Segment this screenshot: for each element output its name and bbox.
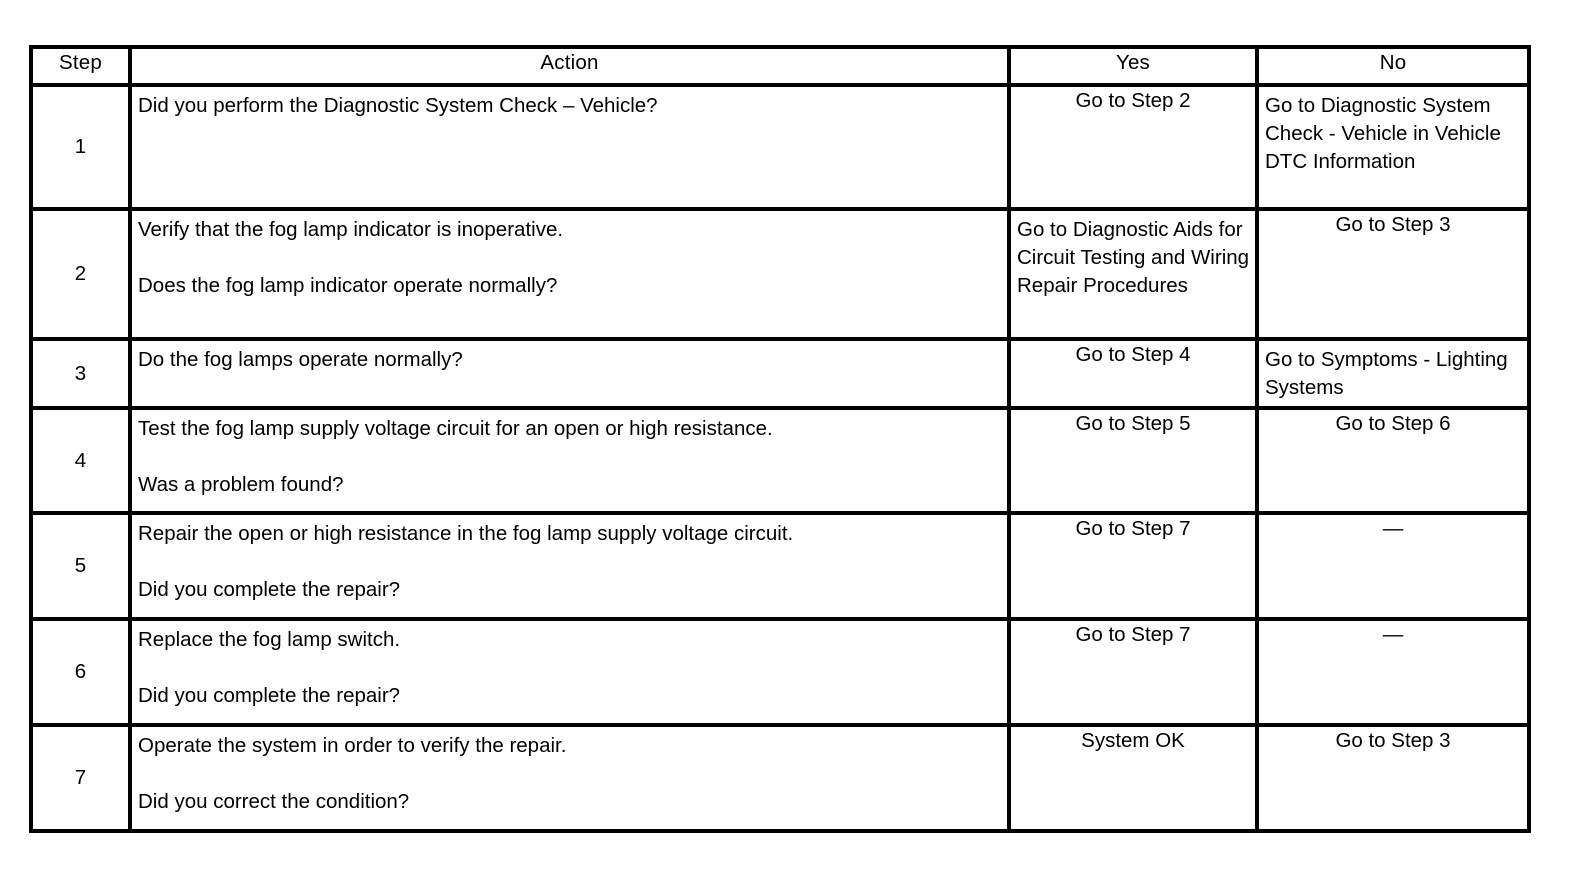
yes-result-cell: Go to Step 2 — [1007, 83, 1259, 211]
action-line-question: Did you complete the repair? — [138, 684, 401, 707]
yes-result-cell: Go to Diagnostic Aids for Circuit Testin… — [1007, 207, 1259, 341]
action-text: Did you perform the Diagnostic System Ch… — [128, 83, 1011, 211]
yes-result-text: Go to Step 4 — [1075, 343, 1191, 366]
step-number: 1 — [29, 83, 132, 211]
action-line-statement: Operate the system in order to verify th… — [138, 734, 567, 757]
no-result-cell: — — [1255, 617, 1531, 727]
action-text: Operate the system in order to verify th… — [128, 723, 1011, 833]
table-row: 4 Test the fog lamp supply voltage circu… — [29, 406, 1531, 515]
action-line-statement: Verify that the fog lamp indicator is in… — [138, 218, 564, 241]
action-line-statement: Replace the fog lamp switch. — [138, 628, 401, 651]
column-header-no: No — [1255, 45, 1531, 87]
step-number: 2 — [29, 207, 132, 341]
yes-result-cell: Go to Step 5 — [1007, 406, 1259, 515]
no-result-text: Go to Step 3 — [1335, 729, 1451, 752]
no-result-cell: Go to Step 3 — [1255, 723, 1531, 833]
yes-result-text: Go to Step 5 — [1075, 412, 1191, 435]
table-row: 5 Repair the open or high resistance in … — [29, 511, 1531, 621]
table-row: 1 Did you perform the Diagnostic System … — [29, 83, 1531, 211]
yes-result-cell: Go to Step 7 — [1007, 511, 1259, 621]
no-result-cell: Go to Symptoms - Lighting Systems — [1255, 337, 1531, 410]
action-line-statement: Repair the open or high resistance in th… — [138, 522, 794, 545]
no-result-cell: Go to Diagnostic System Check - Vehicle … — [1255, 83, 1531, 211]
step-number: 5 — [29, 511, 132, 621]
yes-result-text: Go to Diagnostic Aids for Circuit Testin… — [1017, 218, 1250, 297]
action-line-statement: Do the fog lamps operate normally? — [138, 348, 463, 371]
step-number: 4 — [29, 406, 132, 515]
action-line-question: Was a problem found? — [138, 473, 344, 496]
column-header-action: Action — [128, 45, 1011, 87]
yes-result-cell: Go to Step 4 — [1007, 337, 1259, 410]
action-line-statement: Test the fog lamp supply voltage circuit… — [138, 417, 773, 440]
action-text: Do the fog lamps operate normally? — [128, 337, 1011, 410]
no-result-text: Go to Diagnostic System Check - Vehicle … — [1265, 94, 1501, 173]
no-result-text: Go to Step 3 — [1335, 213, 1451, 236]
yes-result-cell: System OK — [1007, 723, 1259, 833]
table-row: 6 Replace the fog lamp switch. Did you c… — [29, 617, 1531, 727]
action-text: Test the fog lamp supply voltage circuit… — [128, 406, 1011, 515]
yes-result-text: Go to Step 2 — [1075, 89, 1191, 112]
yes-result-text: System OK — [1081, 729, 1185, 752]
no-result-text: Go to Step 6 — [1335, 412, 1451, 435]
no-result-cell: — — [1255, 511, 1531, 621]
yes-result-cell: Go to Step 7 — [1007, 617, 1259, 727]
diagnostic-procedure-table: Step Action Yes No 1 Did you perform the… — [29, 45, 1531, 833]
action-text: Replace the fog lamp switch. Did you com… — [128, 617, 1011, 727]
step-number: 7 — [29, 723, 132, 833]
table-body: 1 Did you perform the Diagnostic System … — [29, 83, 1531, 833]
yes-result-text: Go to Step 7 — [1075, 623, 1191, 646]
no-result-cell: Go to Step 3 — [1255, 207, 1531, 341]
step-number: 3 — [29, 337, 132, 410]
action-line-statement: Did you perform the Diagnostic System Ch… — [138, 94, 658, 117]
no-result-text: — — [1382, 517, 1404, 540]
table-row: 3 Do the fog lamps operate normally? Go … — [29, 337, 1531, 410]
yes-result-text: Go to Step 7 — [1075, 517, 1191, 540]
table-row: 2 Verify that the fog lamp indicator is … — [29, 207, 1531, 341]
table-header-row: Step Action Yes No — [29, 45, 1531, 87]
table-header: Step Action Yes No — [29, 45, 1531, 87]
step-number: 6 — [29, 617, 132, 727]
action-text: Repair the open or high resistance in th… — [128, 511, 1011, 621]
action-line-question: Does the fog lamp indicator operate norm… — [138, 274, 558, 297]
no-result-text: — — [1382, 623, 1404, 646]
no-result-text: Go to Symptoms - Lighting Systems — [1265, 348, 1508, 399]
column-header-step: Step — [29, 45, 132, 87]
no-result-cell: Go to Step 6 — [1255, 406, 1531, 515]
action-text: Verify that the fog lamp indicator is in… — [128, 207, 1011, 341]
action-line-question: Did you correct the condition? — [138, 790, 410, 813]
action-line-question: Did you complete the repair? — [138, 578, 401, 601]
column-header-yes: Yes — [1007, 45, 1259, 87]
table-row: 7 Operate the system in order to verify … — [29, 723, 1531, 833]
